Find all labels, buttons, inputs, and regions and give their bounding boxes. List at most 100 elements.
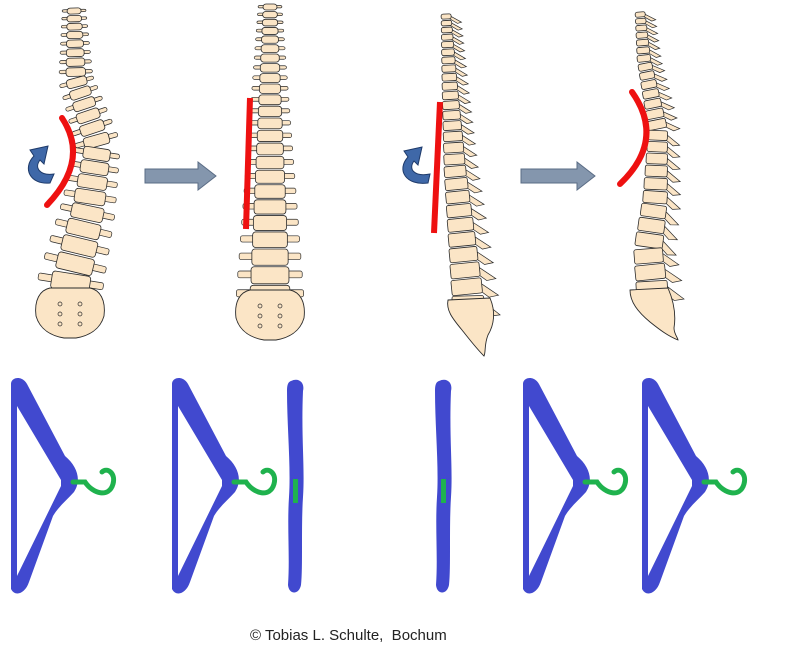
- vertebra: [634, 11, 657, 22]
- pelvis-sacrum: [235, 289, 305, 341]
- hanger-front-icon: [11, 378, 114, 593]
- vertebra: [257, 3, 283, 11]
- rotation-arrow-icon: [28, 145, 55, 184]
- vertebra: [636, 54, 664, 66]
- kyphosis-curve-line: [617, 89, 650, 187]
- vertebra: [252, 73, 288, 83]
- vertebra: [635, 38, 661, 51]
- vertebra: [639, 70, 668, 82]
- vertebra: [60, 30, 89, 40]
- vertebra: [637, 216, 679, 241]
- vertebra: [59, 57, 92, 67]
- vertebra: [253, 53, 287, 63]
- vertebra: [647, 129, 681, 147]
- kyphotic-spine-sagittal: [629, 11, 685, 341]
- vertebra: [635, 17, 658, 29]
- vertebra: [440, 26, 464, 38]
- hanger-side-icon: [287, 379, 304, 593]
- vertebra: [247, 142, 293, 156]
- hanger-side-icon: [435, 379, 452, 593]
- vertebra: [445, 203, 488, 221]
- vertebra: [44, 251, 107, 276]
- vertebra: [447, 231, 492, 250]
- vertebra: [634, 231, 677, 256]
- vertebra: [635, 31, 660, 43]
- vertebra: [256, 18, 284, 27]
- vertebra: [646, 118, 681, 132]
- vertebra: [250, 94, 290, 106]
- vertebra: [251, 83, 289, 94]
- flat-spine-sagittal: [440, 13, 501, 357]
- vertebra: [635, 24, 659, 36]
- vertebra: [449, 261, 497, 281]
- corrected-spine-frontal: [235, 3, 305, 341]
- vertebra: [445, 189, 485, 207]
- hanger-front-icon: [172, 378, 275, 593]
- vertebra: [645, 107, 678, 121]
- vertebra: [443, 164, 481, 181]
- vertebra: [245, 155, 295, 170]
- vertebra: [642, 190, 682, 210]
- vertebra: [441, 90, 472, 104]
- vertebra: [58, 67, 93, 77]
- vertebra: [442, 100, 473, 114]
- hanger-front-icon: [523, 378, 626, 593]
- vertebra: [442, 130, 477, 146]
- copyright-caption: © Tobias L. Schulte, Bochum: [250, 627, 447, 644]
- vertebra: [249, 105, 291, 117]
- vertebra: [61, 14, 88, 23]
- vertebra: [441, 56, 468, 69]
- vertebra: [59, 48, 91, 58]
- vertebra: [61, 7, 87, 15]
- straight-coronal-line: [243, 97, 253, 230]
- transition-arrow-icon: [144, 160, 217, 192]
- vertebra: [243, 184, 297, 199]
- sacrum-coccyx: [447, 297, 495, 357]
- vertebra: [253, 63, 287, 73]
- vertebra: [643, 177, 682, 196]
- vertebra: [237, 266, 303, 285]
- vertebra: [446, 216, 490, 235]
- vertebra: [639, 202, 680, 226]
- vertebra: [247, 129, 293, 142]
- vertebra: [241, 215, 299, 231]
- vertebra: [255, 35, 285, 44]
- vertebra: [643, 97, 676, 111]
- pelvis-sacrum: [35, 287, 105, 339]
- vertebra: [67, 173, 118, 191]
- vertebra: [443, 141, 478, 157]
- transition-arrow-icon: [520, 160, 596, 192]
- coronal-curve-line: [44, 115, 76, 208]
- vertebra: [242, 199, 298, 215]
- vertebra: [255, 27, 285, 35]
- vertebra: [71, 118, 113, 137]
- vertebra: [450, 277, 500, 298]
- vertebra: [238, 248, 302, 266]
- vertebra: [65, 95, 103, 113]
- vertebra: [49, 234, 110, 258]
- vertebra: [440, 33, 465, 45]
- vertebra: [633, 247, 680, 267]
- vertebra: [60, 39, 90, 48]
- vertebra: [441, 72, 470, 86]
- vertebra: [60, 202, 115, 223]
- vertebra: [61, 22, 88, 31]
- flat-sagittal-line: [431, 101, 443, 234]
- vertebra: [62, 85, 98, 101]
- vertebra: [440, 19, 464, 31]
- vertebra: [640, 79, 671, 91]
- spine-illustrations: [35, 3, 685, 357]
- vertebra: [444, 177, 483, 194]
- vertebra: [636, 46, 662, 58]
- vertebra: [441, 64, 469, 77]
- vertebra: [442, 120, 475, 135]
- hanger-front-icon: [642, 378, 745, 593]
- vertebra: [63, 187, 117, 207]
- vertebra: [254, 44, 286, 53]
- vertebra: [637, 61, 666, 73]
- vertebra: [644, 164, 682, 183]
- vertebra: [440, 13, 463, 24]
- vertebra: [257, 11, 283, 19]
- vertebra: [441, 40, 466, 53]
